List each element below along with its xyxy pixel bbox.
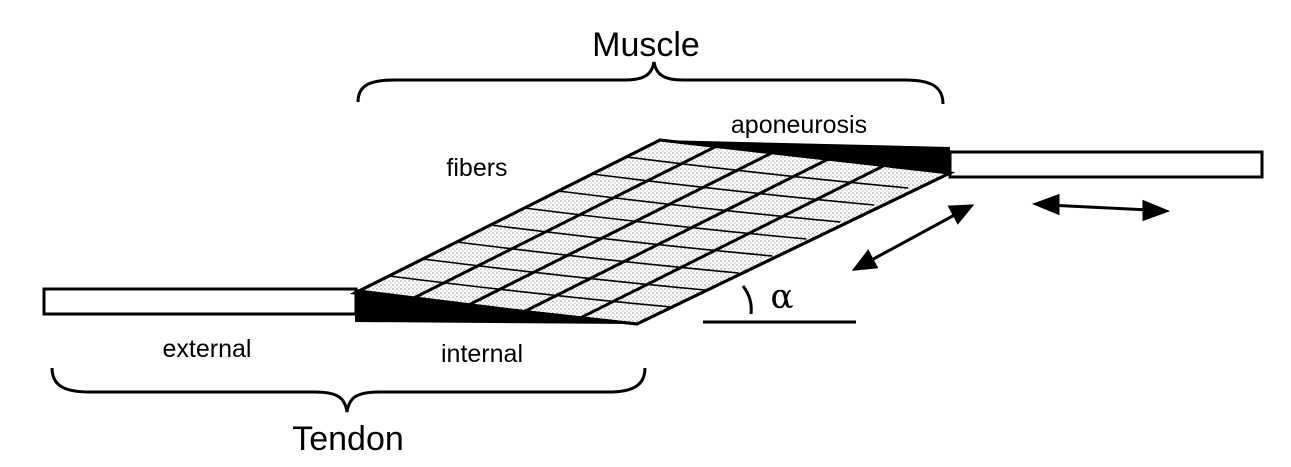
label-internal: internal (441, 340, 523, 368)
muscle-belly (349, 138, 956, 326)
fiber-line (467, 151, 774, 307)
fiber-length-arrow (851, 204, 975, 271)
fiber-line (523, 157, 830, 313)
fiber-cross-band (592, 173, 875, 206)
tendon-length-arrow (1031, 193, 1171, 222)
fiber-cross-band (524, 207, 807, 240)
external-tendon-right (948, 150, 1264, 179)
external-tendon-left (42, 287, 358, 316)
fiber-line (410, 144, 718, 301)
label-pennation-angle: α (771, 277, 794, 317)
label-aponeurosis: aponeurosis (731, 111, 867, 139)
label-muscle: Muscle (592, 26, 700, 64)
fiber-line (579, 163, 887, 320)
fiber-cross-band (490, 224, 773, 257)
fiber-grid (388, 144, 909, 320)
muscle-brace (356, 61, 945, 105)
fiber-cross-band (456, 241, 739, 274)
tendon-brace (50, 367, 647, 413)
angle-arc (741, 285, 753, 315)
fiber-cross-band (626, 156, 909, 189)
fiber-cross-band (388, 275, 671, 308)
label-tendon: Tendon (292, 420, 404, 458)
fiber-cross-band (422, 258, 705, 291)
label-fibers: fibers (446, 154, 507, 182)
fiber-cross-band (558, 190, 841, 223)
label-external: external (163, 335, 252, 363)
